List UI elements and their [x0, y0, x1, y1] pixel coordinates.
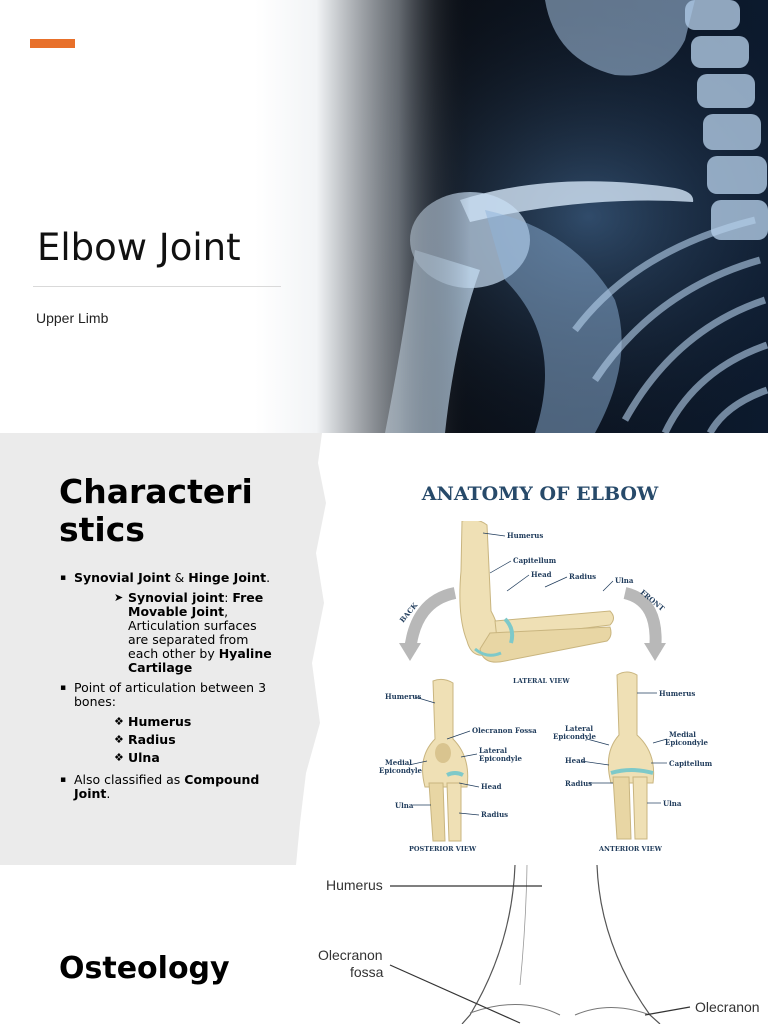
figure-title: ANATOMY OF ELBOW	[421, 483, 659, 505]
svg-text:Epicondyle: Epicondyle	[665, 738, 709, 747]
bullet-joint-type: Synovial Joint & Hinge Joint.	[60, 571, 275, 586]
svg-text:Ulna: Ulna	[615, 576, 634, 585]
svg-text:Ulna: Ulna	[395, 801, 414, 810]
humerus-label: Humerus	[326, 877, 383, 893]
svg-text:Medial: Medial	[385, 758, 412, 767]
svg-text:Capitellum: Capitellum	[513, 556, 557, 565]
slide-heading: Characteri stics	[59, 473, 299, 549]
svg-text:Head: Head	[481, 782, 502, 791]
svg-text:ANTERIOR VIEW: ANTERIOR VIEW	[598, 845, 663, 853]
characteristics-slide: Characteri stics Synovial Joint & Hinge …	[0, 433, 768, 865]
svg-text:Olecranon Fossa: Olecranon Fossa	[472, 726, 537, 735]
svg-text:Humerus: Humerus	[385, 692, 421, 701]
svg-text:Head: Head	[565, 756, 586, 765]
title-slide: Elbow Joint Upper Limb	[0, 0, 768, 433]
slide-heading: Osteology	[59, 951, 230, 986]
svg-text:Epicondyle: Epicondyle	[479, 754, 523, 763]
heading-line-2: stics	[59, 510, 145, 549]
svg-text:Medial: Medial	[669, 730, 696, 739]
slide-title: Elbow Joint	[37, 226, 241, 269]
bullet-articulation: Point of articulation between 3 bones:	[60, 681, 275, 709]
bullet-compound: Also classified as Compound Joint.	[60, 773, 275, 801]
olecranon-fossa-label-1: Olecranon	[318, 947, 383, 963]
svg-text:Radius: Radius	[565, 779, 592, 788]
bone-item: ❖Radius	[114, 732, 176, 747]
bone-item: ❖Ulna	[114, 750, 160, 765]
posterior-view: Humerus Olecranon Fossa Lateral Epicondy…	[379, 678, 537, 853]
heading-line-1: Characteri	[59, 472, 253, 511]
svg-text:Radius: Radius	[481, 810, 508, 819]
arrow-bullet-icon: ➤	[114, 591, 124, 604]
olecranon-label: Olecranon	[695, 999, 760, 1015]
torn-paper-panel	[0, 433, 326, 865]
diamond-bullet-icon: ❖	[114, 715, 124, 728]
osteology-slide: Osteology Humerus Olecranon fossa Olecra…	[0, 865, 768, 1024]
svg-text:Epicondyle: Epicondyle	[379, 766, 423, 775]
olecranon-fossa-label-2: fossa	[350, 964, 384, 980]
accent-bar	[30, 39, 75, 48]
diamond-bullet-icon: ❖	[114, 733, 124, 746]
svg-text:Radius: Radius	[569, 572, 596, 581]
title-divider	[33, 286, 281, 287]
anterior-view: Humerus Lateral Epicondyle Medial Epicon…	[553, 671, 713, 853]
bullet-list: Synovial Joint & Hinge Joint. ➤ Synovial…	[60, 571, 275, 807]
elbow-diagram: BACK FRONT Humerus Capitellum Head Radiu…	[379, 521, 713, 853]
svg-text:Capitellum: Capitellum	[669, 759, 713, 768]
svg-text:Ulna: Ulna	[663, 799, 682, 808]
slide-subtitle: Upper Limb	[36, 310, 109, 326]
svg-text:Humerus: Humerus	[507, 531, 543, 540]
xray-image	[255, 0, 768, 433]
osteology-diagram: Humerus Olecranon fossa Olecranon	[318, 865, 760, 1024]
svg-text:Epicondyle: Epicondyle	[553, 732, 597, 741]
svg-text:Lateral: Lateral	[479, 746, 507, 755]
svg-text:POSTERIOR VIEW: POSTERIOR VIEW	[409, 845, 477, 853]
svg-text:Head: Head	[531, 570, 552, 579]
bone-item: ❖Humerus	[114, 714, 192, 729]
svg-text:LATERAL VIEW: LATERAL VIEW	[513, 677, 570, 685]
sub-bullet-synovial: ➤ Synovial joint: Free Movable Joint, Ar…	[114, 590, 272, 675]
svg-text:Humerus: Humerus	[659, 689, 695, 698]
lateral-view: Humerus Capitellum Head Radius Ulna LATE…	[459, 521, 634, 685]
svg-text:Lateral: Lateral	[565, 724, 593, 733]
diamond-bullet-icon: ❖	[114, 751, 124, 764]
elbow-anatomy-figure: ANATOMY OF ELBOW BACK FRONT Humerus Capi…	[355, 483, 725, 865]
